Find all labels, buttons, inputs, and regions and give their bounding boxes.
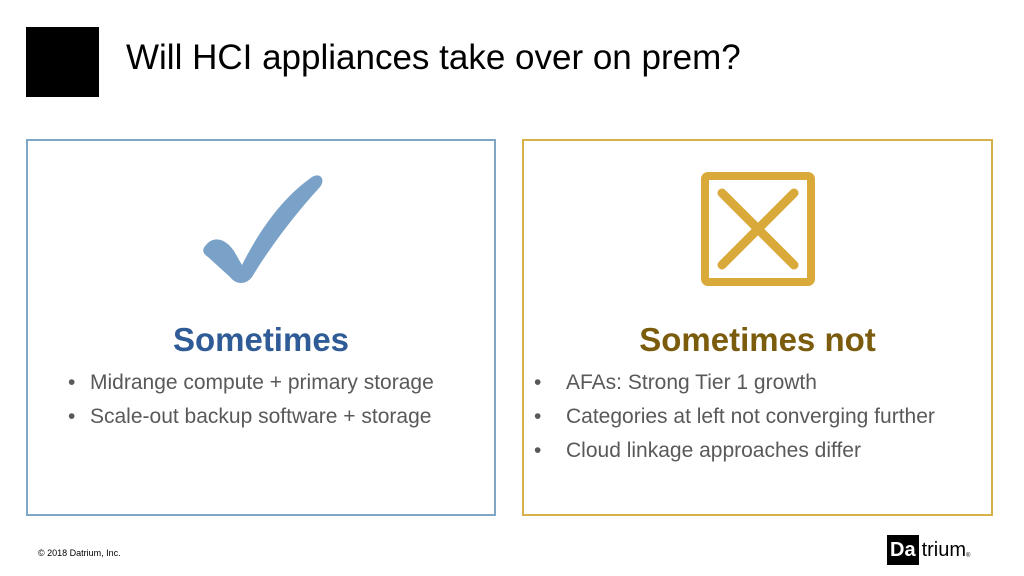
- left-panel-heading: Sometimes: [172, 321, 350, 358]
- datrium-logo: Da trium ®: [887, 535, 970, 565]
- left-bullet-list: •Midrange compute + primary storage •Sca…: [68, 366, 486, 434]
- right-bullet-list: •AFAs: Strong Tier 1 growth •Categories …: [534, 366, 983, 468]
- left-panel: Sometimes •Midrange compute + primary st…: [26, 139, 496, 516]
- registered-mark: ®: [966, 553, 971, 559]
- list-item: •Scale-out backup software + storage: [68, 405, 432, 428]
- logo-rest-text: trium: [921, 538, 967, 561]
- corner-block: [26, 27, 99, 97]
- list-item: •Categories at left not converging furth…: [534, 405, 935, 428]
- right-panel-heading: Sometimes not: [639, 321, 876, 358]
- right-panel: Sometimes not •AFAs: Strong Tier 1 growt…: [522, 139, 993, 516]
- list-item: •Cloud linkage approaches differ: [534, 439, 861, 462]
- slide-title: Will HCI appliances take over on prem?: [126, 38, 741, 77]
- list-item: •AFAs: Strong Tier 1 growth: [534, 371, 817, 394]
- list-item: •Midrange compute + primary storage: [68, 371, 434, 394]
- copyright-text: © 2018 Datrium, Inc.: [38, 548, 121, 558]
- logo-box-text: Da: [887, 535, 919, 565]
- checkmark-icon: [203, 175, 323, 283]
- x-box-icon: [701, 172, 815, 286]
